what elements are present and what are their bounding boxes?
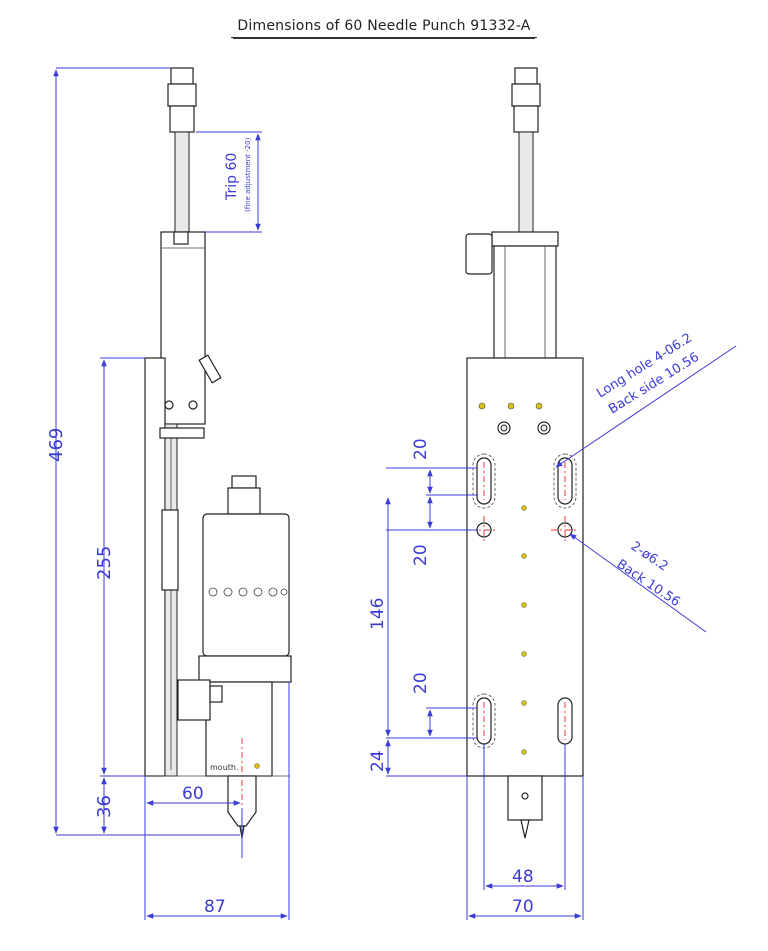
right-cylinder-cap	[491, 231, 559, 247]
right-air-fitting	[465, 233, 493, 275]
right-needle-tip	[520, 819, 530, 839]
dim-total-width-right: 70	[512, 897, 534, 917]
dim-slot-spacing: 20	[411, 544, 431, 566]
dim-slot-top: 20	[411, 438, 431, 460]
dim-bottom-gap: 24	[368, 750, 388, 772]
callout-long-hole-leader	[555, 345, 737, 468]
left-bracket-tab	[209, 685, 223, 703]
right-cylinder-body	[493, 245, 557, 359]
dim-plate-height: 255	[94, 546, 115, 580]
right-front-view	[465, 67, 584, 839]
dim-width-to-needle: 60	[182, 784, 204, 804]
left-dimensions: 469 255 36 60 87 Trip 60 (fine adjustmen…	[46, 67, 290, 920]
left-motor-cable-gland	[227, 487, 261, 515]
left-bracket	[177, 679, 211, 721]
motor-label: mouth.	[210, 763, 239, 772]
trip-note: (fine adjustment -20)	[244, 137, 252, 212]
dim-total-width-left: 87	[204, 897, 226, 917]
left-screw-hole-a	[164, 400, 174, 410]
dim-total-height: 469	[46, 428, 67, 462]
left-motor-vent-holes	[208, 587, 288, 597]
left-motor-cable-gland-top	[231, 475, 257, 489]
right-top-fitting-lower	[513, 105, 539, 133]
right-top-fitting-body	[511, 83, 541, 107]
left-linear-guide	[161, 509, 179, 591]
left-piston-rod	[174, 131, 190, 233]
left-rod-clamp	[173, 231, 189, 245]
callout-round-hole-leader	[569, 533, 707, 633]
dim-hole-width: 48	[512, 867, 534, 887]
dim-bottom-offset: 36	[94, 795, 115, 818]
left-motor-body	[202, 513, 290, 657]
right-top-fitting-nut	[514, 67, 538, 85]
left-top-fitting-body	[167, 83, 197, 107]
trip-label: Trip 60	[224, 153, 240, 201]
left-top-fitting-lower	[169, 105, 195, 133]
right-piston-rod	[518, 131, 534, 233]
left-motor-flange	[198, 655, 292, 683]
left-side-view: mouth.	[144, 67, 292, 858]
drawing-title: Dimensions of 60 Needle Punch 91332-A	[0, 18, 768, 38]
drawing-title-text: Dimensions of 60 Needle Punch 91332-A	[231, 18, 537, 38]
left-carriage-top	[159, 427, 205, 439]
left-screw-hole-b	[188, 400, 198, 410]
left-top-fitting-nut	[170, 67, 194, 85]
center-holes	[521, 505, 527, 755]
dim-hole-span: 146	[368, 598, 388, 630]
left-cylinder-block	[160, 231, 206, 425]
left-air-fitting	[198, 354, 222, 384]
dim-slot-bottom: 20	[411, 672, 431, 694]
